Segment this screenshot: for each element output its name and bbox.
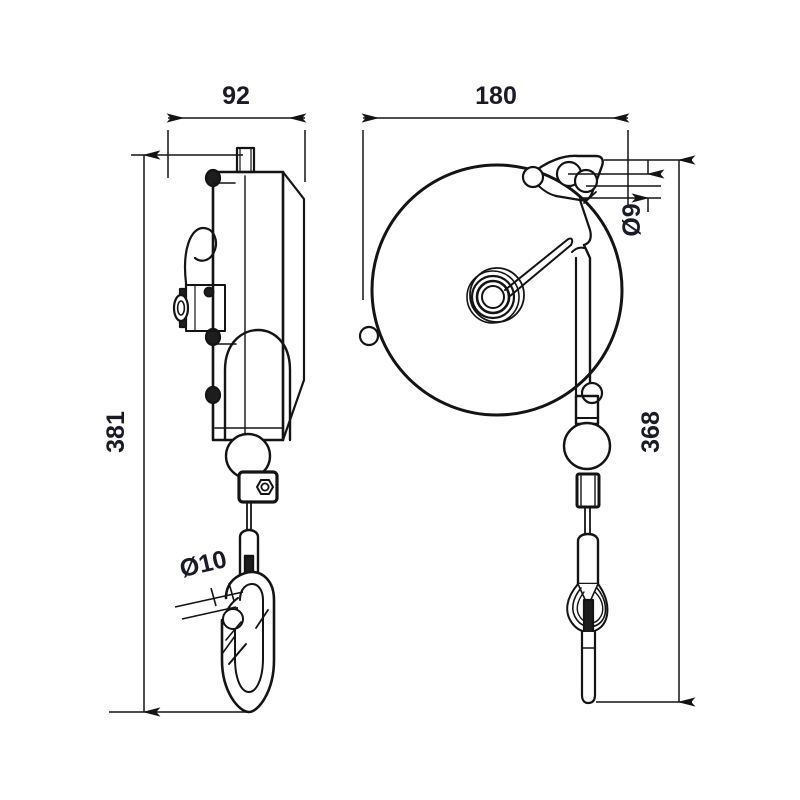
- front-hub: [466, 267, 525, 324]
- dimension-92: [166, 113, 307, 182]
- front-cable-tail: [580, 630, 597, 705]
- front-bumper-ball: [562, 421, 612, 471]
- side-housing-body: [211, 170, 306, 442]
- tick-d10-a: [228, 582, 235, 602]
- dim-label-92: 92: [222, 82, 250, 110]
- side-cable-outlet-block: [172, 284, 226, 332]
- side-bolt-heads: [204, 168, 222, 405]
- front-drum-circle: [370, 163, 624, 417]
- side-drum-nose: [223, 328, 292, 442]
- front-lever-arm: [504, 237, 574, 297]
- front-side-rail: [571, 243, 592, 400]
- front-thimble-loop: [566, 583, 609, 636]
- side-view-group: [172, 146, 306, 714]
- dim-label-180: 180: [475, 82, 517, 110]
- tick-d10-b: [210, 587, 217, 607]
- side-top-boss: [235, 146, 256, 174]
- dim-label-368: 368: [637, 411, 665, 453]
- dimension-381: [109, 150, 250, 717]
- dimension-d9: [568, 160, 665, 212]
- dimension-180: [361, 113, 630, 300]
- front-cable-upper: [584, 506, 591, 538]
- front-lower-cap: [574, 394, 600, 426]
- side-carabiner: [220, 570, 276, 714]
- leader-line-d10-lower: [181, 606, 237, 620]
- front-cable-ferrule: [576, 532, 600, 586]
- dimension-d10: [174, 582, 244, 620]
- side-cable-upper: [246, 501, 252, 535]
- side-cable-clamp: [237, 470, 279, 504]
- front-cable-clamp: [575, 472, 601, 509]
- dim-label-d9: Ø9: [618, 203, 646, 236]
- front-view-group: [358, 154, 624, 705]
- dim-label-381: 381: [102, 411, 130, 453]
